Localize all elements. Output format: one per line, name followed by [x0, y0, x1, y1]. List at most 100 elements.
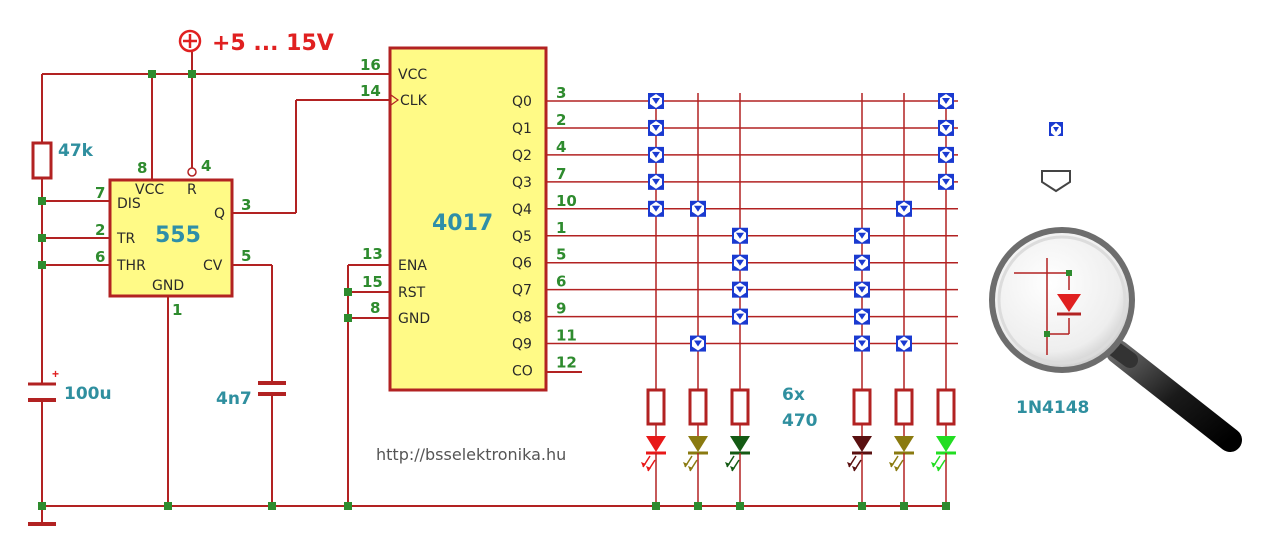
diode-marker: [854, 281, 870, 298]
polarity-plus-icon: +: [52, 367, 59, 381]
diode-marker: [690, 200, 706, 217]
led-icon: [936, 436, 956, 452]
wires: [41, 52, 945, 522]
led-icon: [730, 436, 750, 452]
timer-pin-6: 6: [95, 248, 105, 266]
counter-pin-clk-label: CLK: [400, 93, 428, 109]
counter-pin-ena-label: ENA: [398, 258, 427, 274]
counter-pin-14: 14: [360, 82, 381, 100]
reset-inversion-bubble: [187, 167, 197, 177]
counter-output-label: Q8: [512, 310, 532, 326]
diode-marker-legend-icon: [1049, 122, 1063, 137]
diode-marker: [732, 281, 748, 298]
counter-output-pin-number: 9: [556, 300, 566, 318]
resistor-470: [852, 388, 872, 426]
resistor-470: [688, 388, 708, 426]
diode-marker: [896, 200, 912, 217]
diode-marker: [938, 173, 954, 190]
capacitor-100u-label: 100u: [64, 384, 112, 404]
led-branch: [641, 388, 666, 510]
timer-555-chip: [108, 178, 234, 298]
diode-marker: [896, 335, 912, 352]
counter-output-label: Q7: [512, 283, 532, 299]
timer-pin-2: 2: [95, 221, 105, 239]
resistor-47k: [31, 141, 53, 180]
ground-junction-dot: [652, 502, 660, 510]
junction-dots: [38, 70, 352, 510]
led-icon: [646, 436, 666, 452]
equals-arrow-icon: [1041, 170, 1071, 193]
timer-pin-tr-label: TR: [116, 231, 136, 247]
diode-marker: [648, 200, 664, 217]
led-branch: [931, 388, 956, 510]
supply-voltage-label: +5 ... 15V: [212, 31, 334, 56]
resistor-470: [730, 388, 750, 426]
resistor-470: [894, 388, 914, 426]
counter-output-pin-number: 5: [556, 246, 566, 264]
resistor-47k-label: 47k: [58, 141, 94, 161]
diode-marker: [648, 173, 664, 190]
counter-output-label: Q9: [512, 337, 532, 353]
led-icon: [852, 436, 872, 452]
counter-output-label: Q4: [512, 202, 532, 218]
counter-pin-rst-label: RST: [398, 285, 426, 301]
led-branch: [847, 388, 872, 510]
counter-pin-13: 13: [362, 245, 383, 263]
counter-4017-chip: [388, 46, 548, 392]
ground-junction-dot: [694, 502, 702, 510]
diode-matrix: [648, 93, 954, 352]
ground-junction-dot: [858, 502, 866, 510]
counter-output-label: CO: [512, 364, 533, 380]
led-branch: [889, 388, 914, 510]
counter-output-pin-number: 2: [556, 111, 566, 129]
counter-output-label: Q5: [512, 229, 532, 245]
counter-output-label: Q1: [512, 121, 532, 137]
counter-pin-16: 16: [360, 56, 381, 74]
zoomed-diode-icon: [1014, 258, 1081, 355]
counter-output-label: Q0: [512, 94, 532, 110]
timer-pin-vcc-label: VCC: [135, 182, 164, 198]
counter-output-label: Q2: [512, 148, 532, 164]
diode-marker: [938, 119, 954, 136]
counter-output-pin-number: 4: [556, 138, 566, 156]
counter-output-label: Q6: [512, 256, 532, 272]
timer-pin-4: 4: [201, 157, 211, 175]
counter-output-label: Q3: [512, 175, 532, 191]
credit-url: http://bsselektronika.hu: [376, 445, 566, 464]
resistor-array-count-label: 6x: [782, 385, 805, 405]
counter-output-pin-number: 1: [556, 219, 566, 237]
timer-pin-5: 5: [241, 247, 251, 265]
counter-pin-gnd-label: GND: [398, 311, 430, 327]
diode-marker: [854, 227, 870, 244]
timer-pin-cv-label: CV: [203, 258, 223, 274]
led-branch: [725, 388, 750, 510]
diode-marker: [648, 93, 664, 109]
timer-pin-gnd-label: GND: [152, 278, 184, 294]
diode-marker: [732, 254, 748, 271]
led-branch: [683, 388, 708, 510]
resistor-470: [646, 388, 666, 426]
counter-output-pin-number: 6: [556, 273, 566, 291]
clock-edge-icon: [390, 93, 400, 107]
ground-junction-dot: [942, 502, 950, 510]
diode-marker: [648, 146, 664, 163]
diode-marker: [938, 146, 954, 163]
diode-marker: [854, 254, 870, 271]
counter-name: 4017: [432, 211, 493, 236]
led-columns: [641, 388, 956, 510]
diode-marker: [938, 93, 954, 109]
counter-output-pin-number: 11: [556, 327, 577, 345]
timer-name: 555: [155, 223, 201, 248]
diode-marker: [732, 308, 748, 325]
capacitor-4n7: [258, 381, 286, 396]
counter-pin-vcc-label: VCC: [398, 67, 427, 83]
timer-pin-7: 7: [95, 184, 105, 202]
timer-pin-1: 1: [172, 301, 182, 319]
counter-output-pin-number: 12: [556, 354, 577, 372]
diode-marker: [648, 119, 664, 136]
capacitor-100u: [28, 382, 56, 402]
diode-marker: [854, 335, 870, 352]
diode-marker: [690, 335, 706, 352]
